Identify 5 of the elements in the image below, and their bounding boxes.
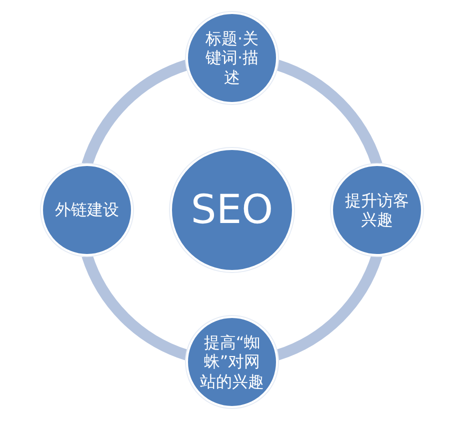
node-label: 提高“蜘蛛”对网站的兴趣 [199,333,265,391]
node-label: 外链建设 [54,200,120,220]
node-label: 标题·关键词·描述 [204,29,260,87]
node-label: 提升访客兴趣 [344,190,410,230]
node-label: SEO [190,186,274,234]
